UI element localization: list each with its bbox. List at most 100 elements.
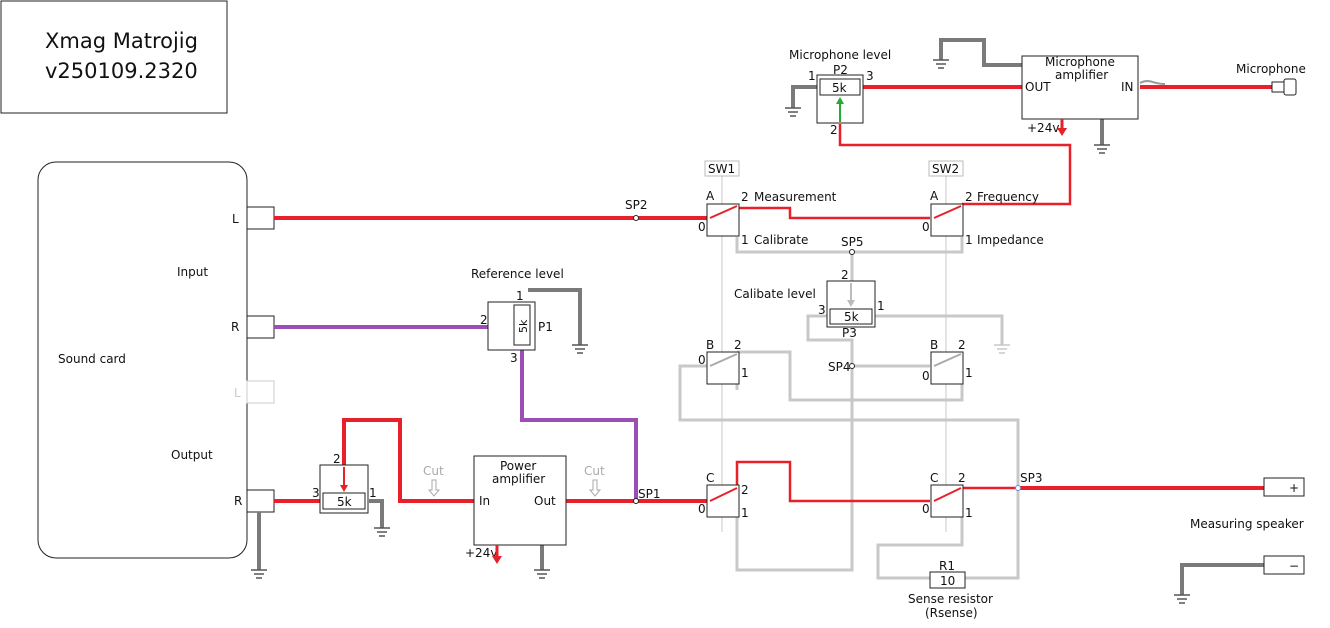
svg-text:3: 3 <box>510 351 518 365</box>
sp1-label: SP1 <box>638 487 661 501</box>
r1-line1: Sense resistor <box>908 592 993 606</box>
ground-icon <box>251 569 267 579</box>
power-amplifier[interactable]: Power amplifier In Out <box>473 455 567 546</box>
svg-text:A: A <box>706 189 715 203</box>
r1-resistor[interactable]: R1 10 Sense resistor (Rsense) <box>908 559 993 620</box>
sw1-a[interactable]: A 0 2 1 <box>698 189 749 247</box>
ground-icon <box>374 527 390 537</box>
svg-text:0: 0 <box>698 502 706 516</box>
power-amp-supply: +24v <box>465 546 497 560</box>
svg-text:1: 1 <box>965 366 973 380</box>
p1-name: P1 <box>538 320 553 334</box>
svg-text:2: 2 <box>734 338 742 352</box>
ground-icon <box>534 569 550 579</box>
svg-text:C: C <box>706 471 714 485</box>
measurement-label: Measurement <box>754 190 837 204</box>
sw2-b[interactable]: B 0 2 1 <box>922 338 973 385</box>
svg-text:3: 3 <box>312 486 320 500</box>
svg-text:B: B <box>930 338 938 352</box>
svg-text:+: + <box>1289 481 1299 495</box>
svg-text:2: 2 <box>958 471 966 485</box>
impedance-label: Impedance <box>977 233 1044 247</box>
p1-potentiometer[interactable]: Reference level 5k P1 1 2 3 <box>471 267 564 365</box>
svg-text:0: 0 <box>698 353 706 367</box>
svg-text:2: 2 <box>333 452 341 466</box>
sp1-point[interactable] <box>633 498 639 504</box>
sound-card: Sound card Input Output L R L R <box>37 161 275 559</box>
calibrate-level-label: Calibate level <box>734 287 816 301</box>
output-potentiometer[interactable]: 5k 2 3 1 <box>312 452 377 514</box>
sw2-label: SW2 <box>932 162 959 176</box>
ground-wiring <box>257 38 1264 595</box>
output-pot-value: 5k <box>337 495 352 509</box>
sp5-label: SP5 <box>841 235 864 249</box>
svg-text:2: 2 <box>741 190 749 204</box>
svg-text:1: 1 <box>741 233 749 247</box>
svg-text:Cut: Cut <box>423 464 444 478</box>
output-l-jack[interactable] <box>246 380 275 404</box>
svg-text:Cut: Cut <box>584 464 605 478</box>
speaker-minus-terminal <box>1263 555 1305 575</box>
mic-amp-supply: +24v <box>1027 121 1059 135</box>
sp3-label: SP3 <box>1020 471 1043 485</box>
svg-text:2: 2 <box>480 313 488 327</box>
p3-potentiometer[interactable]: Calibate level 5k 2 3 1 P3 <box>734 268 885 340</box>
svg-text:3: 3 <box>866 69 874 83</box>
svg-text:1: 1 <box>516 289 524 303</box>
input-l-jack[interactable] <box>246 206 275 230</box>
sw2-c[interactable]: C 0 2 1 <box>922 471 973 520</box>
svg-text:OUT: OUT <box>1025 80 1051 94</box>
sw1-b[interactable]: B 0 2 1 <box>698 338 749 385</box>
p2-value: 5k <box>832 81 847 95</box>
ground-icon <box>1174 594 1190 604</box>
svg-text:1: 1 <box>808 69 816 83</box>
svg-text:1: 1 <box>741 366 749 380</box>
svg-text:2: 2 <box>741 483 749 497</box>
speaker-label: Measuring speaker <box>1190 517 1304 531</box>
sw2-a[interactable]: A 0 2 1 <box>922 189 973 247</box>
svg-text:Power: Power <box>500 459 536 473</box>
cut-marker-out: Cut <box>584 464 605 497</box>
svg-text:2: 2 <box>965 190 973 204</box>
sp5-point[interactable] <box>849 249 855 255</box>
svg-text:−: − <box>1289 559 1299 573</box>
ground-icon <box>933 59 949 69</box>
ground-symbols <box>251 59 1190 604</box>
title-box: Xmag Matrojig v250109.2320 <box>0 0 228 114</box>
signal-wiring-thin <box>735 124 1072 503</box>
p2-potentiometer[interactable]: Microphone level 5k P2 1 3 2 <box>789 48 891 137</box>
ground-icon <box>785 107 801 117</box>
inactive-wiring <box>678 237 1020 580</box>
r1-name: R1 <box>939 559 955 573</box>
svg-text:A: A <box>930 189 939 203</box>
p2-name: P2 <box>833 63 848 77</box>
sw1-c[interactable]: C 0 2 1 <box>698 471 749 520</box>
sp4-point[interactable] <box>849 363 855 369</box>
svg-text:Out: Out <box>534 494 556 508</box>
svg-text:2: 2 <box>830 123 838 137</box>
sound-card-label: Sound card <box>58 352 126 366</box>
input-r-jack[interactable] <box>246 315 275 339</box>
input-r-label: R <box>231 320 239 334</box>
supply-arrow-icon <box>1057 119 1067 136</box>
input-l-label: L <box>232 212 239 226</box>
svg-text:C: C <box>930 471 938 485</box>
sp2-point[interactable] <box>633 215 639 221</box>
svg-text:3: 3 <box>818 303 826 317</box>
svg-text:Microphone: Microphone <box>1045 55 1115 69</box>
svg-text:0: 0 <box>922 220 930 234</box>
measuring-speaker[interactable]: + − Measuring speaker <box>1190 477 1305 575</box>
svg-text:1: 1 <box>369 486 377 500</box>
microphone-amplifier[interactable]: Microphone amplifier OUT IN <box>1021 55 1139 120</box>
sw1-tag <box>704 160 740 177</box>
svg-text:1: 1 <box>965 233 973 247</box>
microphone-level-label: Microphone level <box>789 48 891 62</box>
output-r-jack[interactable] <box>246 489 275 513</box>
svg-text:2: 2 <box>841 268 849 282</box>
sp3-point[interactable] <box>1015 485 1021 491</box>
reference-wiring <box>274 325 638 500</box>
cut-marker-in: Cut <box>423 464 444 497</box>
svg-text:1: 1 <box>965 506 973 520</box>
svg-text:0: 0 <box>922 502 930 516</box>
